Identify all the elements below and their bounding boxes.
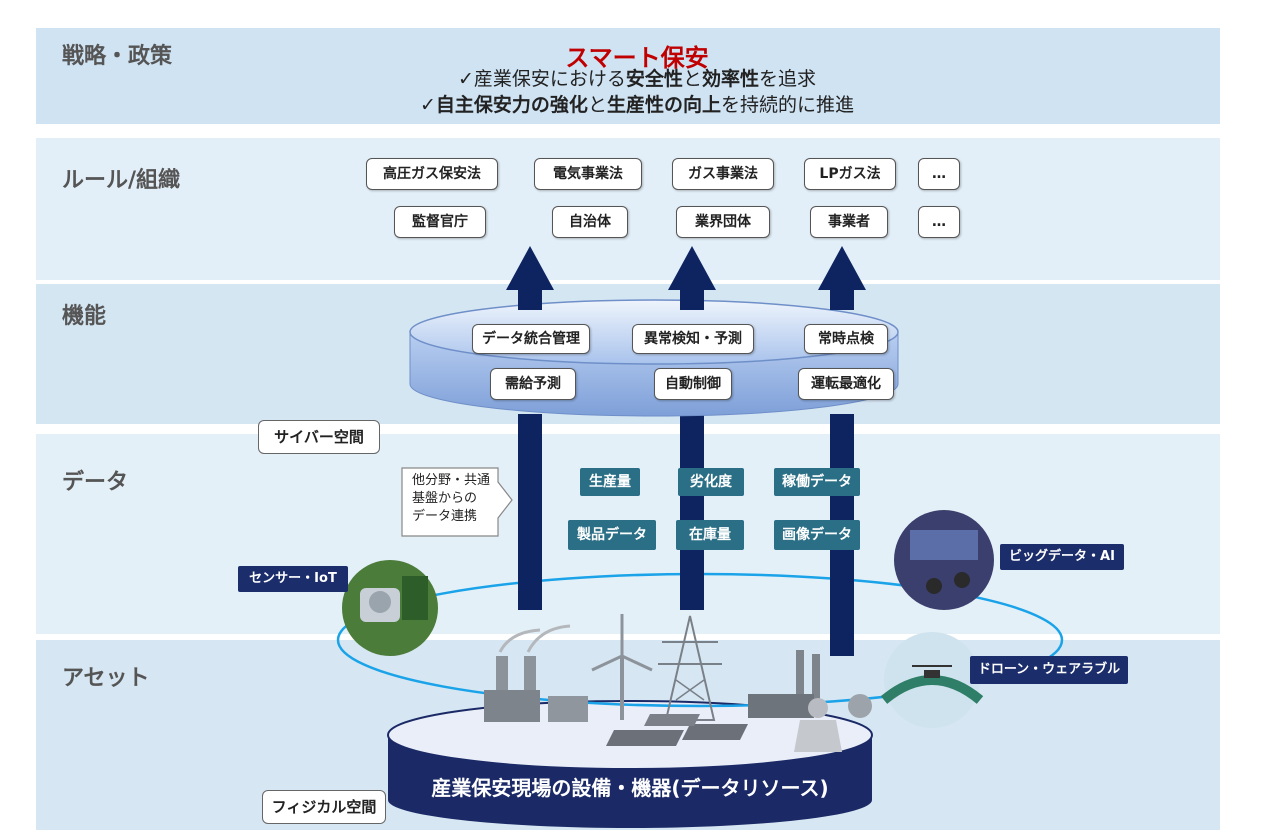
- callout-shape: [401, 467, 513, 537]
- function-pill-demand-forecast: 需給予測: [490, 368, 576, 400]
- sensor-iot-tag: センサー・IoT: [238, 566, 348, 592]
- rule-pill-4: LPガス法: [804, 158, 896, 190]
- cyber-space-label: サイバー空間: [258, 420, 380, 454]
- strategy-line-1-text: ✓産業保安における: [458, 68, 626, 90]
- callout-line-1: 他分野・共通: [412, 473, 491, 488]
- bigdata-image: [894, 510, 994, 610]
- strategy-line-1: ✓産業保安における安全性と効率性を追求: [0, 64, 1274, 91]
- rule-pill-more-1: …: [918, 158, 960, 190]
- strategy-line-1-mid: と: [682, 68, 702, 90]
- rule-pill-1: 高圧ガス保安法: [366, 158, 498, 190]
- org-pill-3: 業界団体: [676, 206, 770, 238]
- function-pill-optimization: 運転最適化: [798, 368, 894, 400]
- data-item-inventory: 在庫量: [676, 520, 744, 550]
- layer-label-asset: アセット: [62, 666, 150, 691]
- function-pill-anomaly-detection: 異常検知・予測: [632, 324, 754, 354]
- strategy-line-1-bold-2: 効率性: [701, 68, 759, 90]
- layer-label-function: 機能: [62, 304, 107, 329]
- callout-line-2: 基盤からの: [412, 491, 478, 506]
- drone-wearable-tag: ドローン・ウェアラブル: [970, 656, 1128, 684]
- strategy-line-1-bold-1: 安全性: [625, 68, 683, 90]
- layer-label-strategy: 戦略・政策: [62, 44, 173, 69]
- function-pill-data-management: データ統合管理: [472, 324, 590, 354]
- strategy-line-1-post: を追求: [758, 68, 816, 90]
- data-item-image: 画像データ: [774, 520, 860, 550]
- physical-space-label: フィジカル空間: [262, 790, 386, 824]
- data-item-degradation: 劣化度: [678, 468, 744, 496]
- bigdata-ai-tag: ビッグデータ・AI: [1000, 544, 1124, 570]
- data-item-operation: 稼働データ: [774, 468, 860, 496]
- power-plant-icon: [484, 624, 588, 722]
- org-pill-4: 事業者: [810, 206, 888, 238]
- arrow-head-left: [506, 246, 554, 290]
- strategy-line-2-mid: と: [587, 94, 607, 116]
- function-pill-inspection: 常時点検: [804, 324, 888, 354]
- org-pill-1: 監督官庁: [394, 206, 486, 238]
- asset-disk-label: 産業保安現場の設備・機器(データリソース): [431, 776, 829, 800]
- function-pill-auto-control: 自動制御: [654, 368, 732, 400]
- drone-image: [880, 632, 984, 728]
- worker-icon: [794, 698, 842, 752]
- data-item-production: 生産量: [580, 468, 640, 496]
- wind-turbine-icon: [591, 614, 653, 720]
- sensor-image: [342, 560, 438, 656]
- arrow-head-center: [668, 246, 716, 290]
- layer-label-data: データ: [62, 470, 129, 495]
- data-item-product: 製品データ: [568, 520, 656, 550]
- arrow-shaft-left-lower: [518, 414, 542, 610]
- rule-pill-2: 電気事業法: [534, 158, 642, 190]
- strategy-line-2-post: を持続的に推進: [720, 94, 854, 116]
- solar-panel-icon: [606, 714, 748, 746]
- org-pill-more: …: [918, 206, 960, 238]
- arrow-shaft-center-lower: [680, 414, 704, 610]
- rule-pill-3: ガス事業法: [672, 158, 774, 190]
- strategy-line-2-bold-1: ✓自主保安力の強化: [420, 94, 588, 116]
- org-pill-2: 自治体: [552, 206, 628, 238]
- callout-line-3: データ連携: [412, 509, 478, 524]
- arrow-head-right: [818, 246, 866, 290]
- strategy-title: スマート保安: [565, 44, 709, 72]
- layer-label-rules: ルール/組織: [62, 168, 181, 193]
- strategy-line-2-bold-2: 生産性の向上: [606, 94, 721, 116]
- factory-icon: [748, 650, 872, 718]
- callout-text: 他分野・共通 基盤からの データ連携: [412, 472, 490, 526]
- strategy-line-2: ✓自主保安力の強化と生産性の向上を持続的に推進: [0, 90, 1274, 117]
- strategy-band: [36, 28, 1220, 124]
- asset-disk: [387, 700, 873, 828]
